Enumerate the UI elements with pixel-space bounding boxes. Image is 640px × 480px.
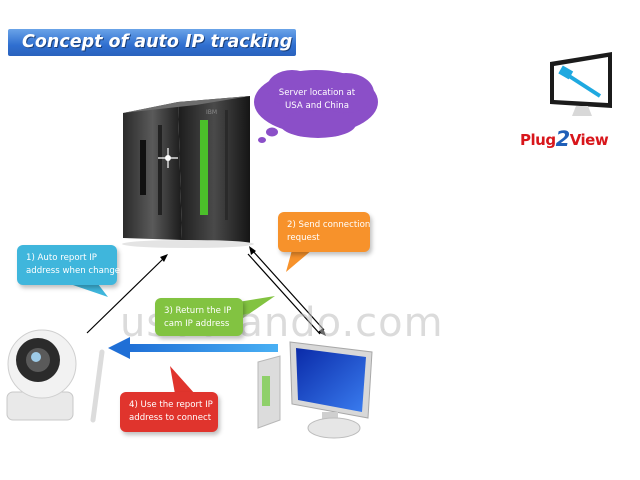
speech-cloud xyxy=(254,70,378,143)
step-4-line-2: address to connect xyxy=(129,413,212,423)
server-icon: IBM xyxy=(122,96,254,248)
monitor-logo-icon xyxy=(550,52,612,116)
server-location-cloud: Server location at USA and China xyxy=(272,87,362,113)
svg-text:IBM: IBM xyxy=(206,109,217,116)
ip-camera-icon xyxy=(6,329,105,423)
red-bubble-tail xyxy=(170,366,195,394)
step-3-bubble: 3) Return the IP cam IP address xyxy=(155,298,243,336)
arrow-camera-to-server xyxy=(86,254,168,334)
arrow-server-pc-pair xyxy=(247,246,326,336)
step-1-line-2: address when change xyxy=(26,266,121,276)
logo-number: 2 xyxy=(555,127,571,151)
step-3-line-1: 3) Return the IP xyxy=(164,306,232,316)
cloud-line-2: USA and China xyxy=(285,101,349,111)
logo-suffix: View xyxy=(569,131,609,149)
step-4-bubble: 4) Use the report IP address to connect xyxy=(120,392,218,432)
arrow-pc-to-camera xyxy=(108,337,278,359)
blue-bubble-tail xyxy=(70,284,108,297)
orange-bubble-tail xyxy=(286,250,312,272)
page-title: Concept of auto IP tracking xyxy=(8,29,296,56)
step-2-line-2: request xyxy=(287,233,320,243)
green-bubble-tail xyxy=(238,296,275,318)
plug2view-logo: Plug2View xyxy=(520,127,609,151)
logo-prefix: Plug xyxy=(520,131,556,149)
pc-monitor-icon xyxy=(257,341,373,439)
cloud-line-1: Server location at xyxy=(278,88,356,98)
step-2-bubble: 2) Send connection request xyxy=(278,212,370,252)
step-1-bubble: 1) Auto report IP address when change xyxy=(17,245,121,285)
step-4-line-1: 4) Use the report IP xyxy=(129,400,213,410)
step-1-line-1: 1) Auto report IP xyxy=(26,253,97,263)
step-2-line-1: 2) Send connection xyxy=(287,220,371,230)
step-3-line-2: cam IP address xyxy=(164,319,230,329)
